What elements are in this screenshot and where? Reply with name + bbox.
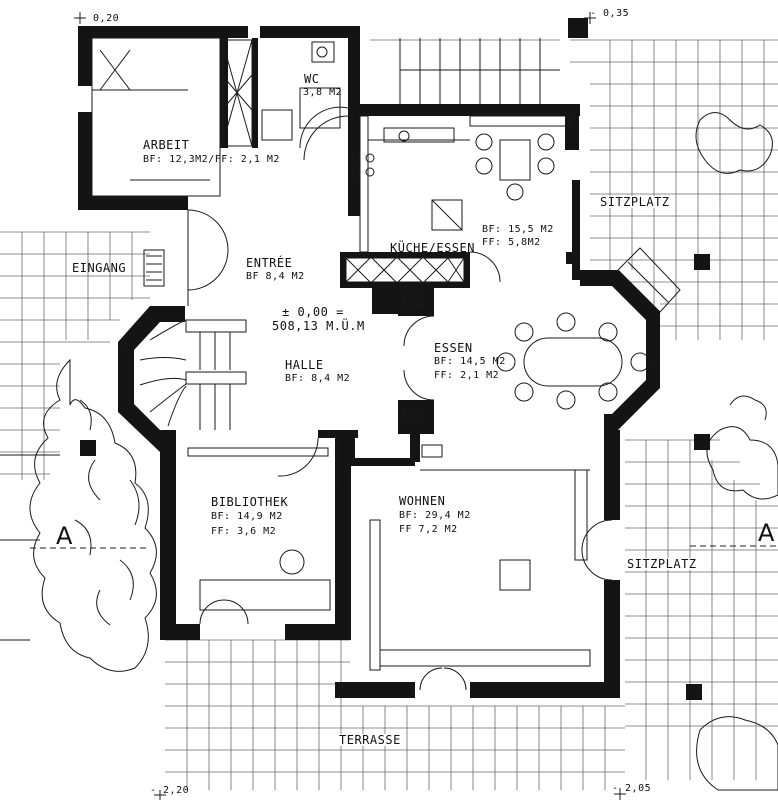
room-name-kueche: KÜCHE/ESSEN [390, 241, 475, 255]
bay-windows [120, 247, 681, 351]
room-area-entree: BF 8,4 M2 [246, 271, 305, 282]
elevation-ticks [74, 12, 626, 800]
elevation-bottom-right: - 2,05 [612, 783, 652, 794]
planting-right [695, 112, 778, 791]
room-bf-essen: BF: 14,5 M2 [434, 356, 506, 367]
room-name-entree: ENTRÉE [246, 256, 293, 270]
room-name-wc: WC [304, 72, 320, 86]
room-name-halle: HALLE [285, 358, 324, 372]
reference-level-line2: 508,13 M.Ü.M [272, 319, 365, 333]
room-area-halle: BF: 8,4 M2 [285, 373, 351, 384]
walls [78, 18, 710, 700]
room-bf-wohnen: BF: 29,4 M2 [399, 510, 471, 521]
room-name-terrasse: TERRASSE [339, 733, 401, 747]
section-marker-right: A [758, 519, 775, 547]
elevation-top-right: - 0,35 [590, 8, 630, 19]
room-name-essen: ESSEN [434, 341, 473, 355]
planting-left [29, 358, 157, 672]
door-swings [187, 106, 613, 691]
kitchen-counter-hatch [345, 257, 465, 283]
room-name-sitzplatz-top: SITZPLATZ [600, 195, 670, 209]
elevation-top-left: - 0,20 [80, 13, 120, 24]
room-ff-essen: FF: 2,1 M2 [434, 370, 500, 381]
section-line [30, 440, 778, 549]
section-marker-left: A [56, 522, 73, 550]
room-area-wc: 3,8 M2 [303, 87, 343, 98]
room-name-sitzplatz-right: SITZPLATZ [627, 557, 697, 571]
room-name-arbeit: ARBEIT [143, 138, 190, 152]
room-area-arbeit: BF: 12,3M2/FF: 2,1 M2 [143, 154, 280, 165]
room-bf-bibliothek: BF: 14,9 M2 [211, 511, 283, 522]
room-ff-bibliothek: FF: 3,6 M2 [211, 526, 277, 537]
reference-level-line1: ± 0,00 = [282, 305, 344, 319]
room-ff-wohnen: FF 7,2 M2 [399, 524, 458, 535]
room-name-bibliothek: BIBLIOTHEK [211, 495, 289, 509]
room-bf-kueche: BF: 15,5 M2 [482, 224, 554, 235]
room-outlines [91, 37, 650, 671]
room-ff-kueche: FF: 5,8M2 [482, 237, 541, 248]
paving-grid [0, 39, 778, 790]
elevation-bottom-left: - 2,20 [150, 785, 190, 796]
room-name-eingang: EINGANG [72, 261, 127, 275]
room-name-wohnen: WOHNEN [399, 494, 446, 508]
